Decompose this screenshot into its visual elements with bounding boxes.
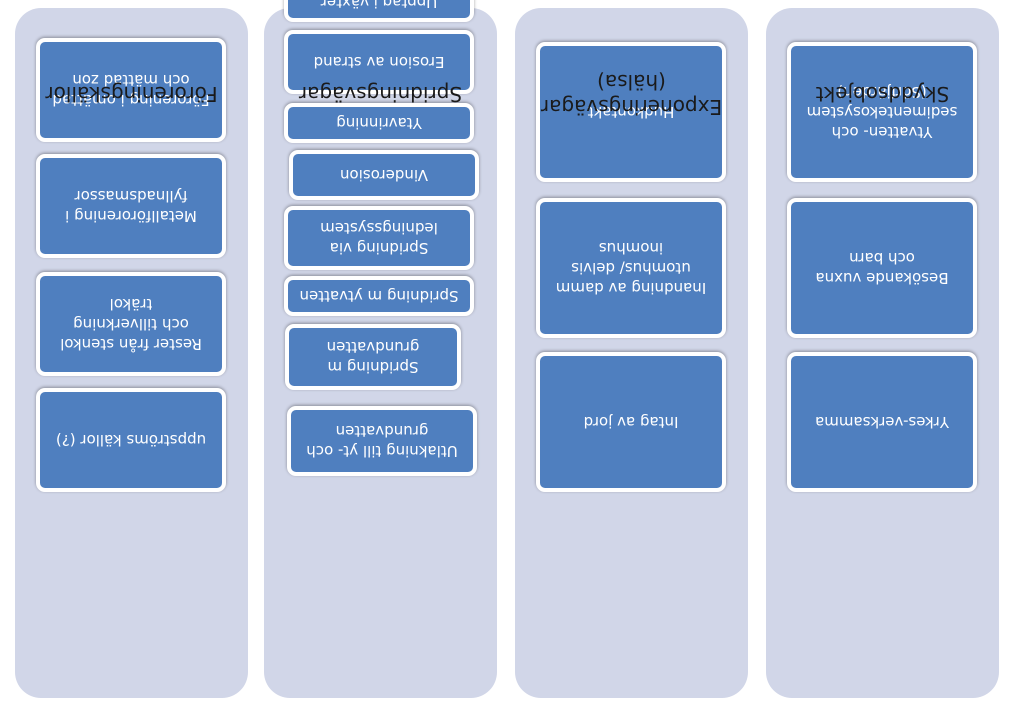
column-spridningsvagar: Utlakning till yt- och grundvatten Sprid… bbox=[264, 0, 497, 698]
box-vinderosion: Vinderosion bbox=[289, 150, 479, 200]
column-title: Föroreningskällor bbox=[45, 82, 218, 107]
box-spridning-ledningssystem: Spridning via ledningssystem bbox=[284, 206, 474, 270]
column-title: Exponeringsvägar (hälsa) bbox=[540, 70, 723, 119]
box-spridning-ytvatten: Spridning m ytvatten bbox=[284, 276, 474, 316]
column-title: Skyddsobjekt bbox=[815, 82, 950, 107]
box-rester-stenkol: Rester från stenkol och tillverkning trä… bbox=[36, 272, 226, 376]
column-skyddsobjekt: Yrkes-verksamma Besökande vuxna och barn… bbox=[766, 8, 999, 698]
box-intag-av-jord: Intag av jord bbox=[536, 352, 726, 492]
box-uppstroms: uppströms källor (?) bbox=[36, 388, 226, 492]
column-title: Spridningsvägar bbox=[298, 82, 463, 107]
box-inandning: Inandning av damm utomhus/ delvis inomhu… bbox=[536, 198, 726, 338]
box-yrkesverksamma: Yrkes-verksamma bbox=[787, 352, 977, 492]
box-spridning-grundvatten: Spridning m grundvatten bbox=[285, 324, 461, 390]
box-utlakning: Utlakning till yt- och grundvatten bbox=[287, 406, 477, 476]
column-exponeringsvagar: Intag av jord Inandning av damm utomhus/… bbox=[515, 8, 748, 698]
box-upptag-vaxter: Upptag i växter bbox=[284, 0, 474, 22]
box-besokande: Besökande vuxna och barn bbox=[787, 198, 977, 338]
box-metallfororening: Metallförorening i fyllnadsmassor bbox=[36, 154, 226, 258]
column-fororeningskallor: uppströms källor (?) Rester från stenkol… bbox=[15, 8, 248, 698]
